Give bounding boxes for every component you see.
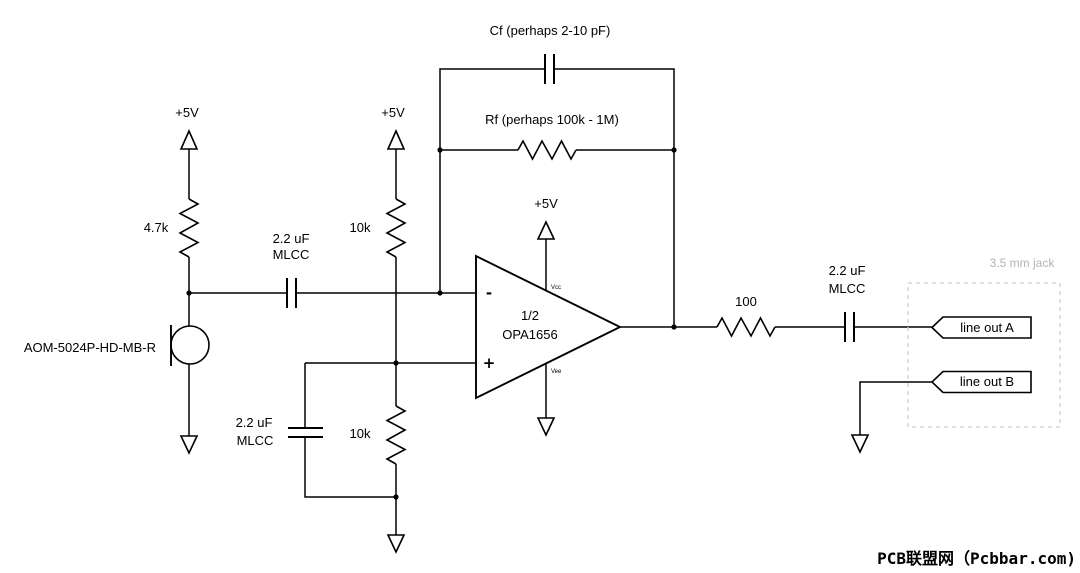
- junction-dot: [671, 324, 677, 330]
- opamp-part-label: OPA1656: [502, 327, 557, 342]
- output-resistor-label: 100: [735, 294, 757, 309]
- jack-label: 3.5 mm jack: [990, 256, 1056, 270]
- power-symbol-mic: [179, 129, 199, 150]
- resistor-divider-top: [385, 198, 407, 258]
- jack: 3.5 mm jack line out A line out B: [850, 256, 1061, 454]
- resistor-rf: [517, 139, 577, 161]
- cf-label: Cf (perhaps 2-10 pF): [490, 23, 611, 38]
- watermark: PCB联盟网（Pcbbar.com): [877, 549, 1076, 568]
- output-cap-value-label: 2.2 uF: [829, 263, 866, 278]
- jack-outline: [907, 282, 1061, 428]
- input-cap-value-label: 2.2 uF: [273, 231, 310, 246]
- feedback-network: Cf (perhaps 2-10 pF) Rf (perhaps 100k - …: [437, 23, 677, 327]
- line-out-a-label: line out A: [960, 320, 1014, 335]
- bypass-cap-type-label: MLCC: [237, 433, 274, 448]
- line-out-b-label: line out B: [960, 374, 1014, 389]
- junction-dot: [437, 147, 443, 153]
- wire-line-out-b-to-ground: [859, 381, 932, 435]
- ground-symbol-opamp: [536, 417, 556, 437]
- opamp-vcc-pin-label: Vcc: [551, 285, 561, 291]
- opamp: - + 1/2 OPA1656 Vcc Vee +5V: [475, 196, 623, 437]
- wire-feedback-right: [554, 68, 675, 327]
- mic-part-label: AOM-5024P-HD-MB-R: [24, 340, 156, 355]
- divider-bottom-resistor-label: 10k: [350, 426, 371, 441]
- mic-bias-resistor-label: 4.7k: [144, 220, 169, 235]
- microphone-symbol: [170, 325, 210, 366]
- input-cap-type-label: MLCC: [273, 247, 310, 262]
- connector-line-out-a: [930, 316, 1032, 339]
- power-symbol-divider: [386, 129, 406, 150]
- resistor-output: [716, 316, 776, 338]
- wire-feedback-left: [439, 68, 545, 293]
- mic-supply-label: +5V: [175, 105, 199, 120]
- ground-symbol-divider: [386, 534, 406, 554]
- junction-dot: [437, 290, 443, 296]
- output-stage: 100 2.2 uF MLCC: [620, 263, 932, 342]
- opamp-inverting-sign: -: [486, 284, 492, 302]
- wire-bypass-bottom: [304, 437, 396, 498]
- resistor-mic-bias: [178, 198, 200, 258]
- capacitor-cf: [544, 54, 555, 84]
- resistor-divider-bottom: [385, 405, 407, 465]
- capacitor-input: [286, 278, 297, 308]
- opamp-unit-label: 1/2: [521, 308, 539, 323]
- opamp-body: [475, 254, 623, 400]
- mic-stage: +5V 4.7k AOM-5024P-HD-MB-R: [24, 105, 210, 455]
- divider-supply-label: +5V: [381, 105, 405, 120]
- connector-line-out-b: [930, 370, 1032, 394]
- rf-label: Rf (perhaps 100k - 1M): [485, 112, 619, 127]
- junction-dot: [671, 147, 677, 153]
- divider-top-resistor-label: 10k: [350, 220, 371, 235]
- bias-divider: +5V 10k 10k 2.2 uF MLCC: [236, 105, 476, 554]
- power-symbol-opamp: [536, 220, 556, 240]
- opamp-vee-pin-label: Vee: [551, 369, 562, 375]
- microphone-body: [170, 325, 210, 365]
- opamp-noninverting-sign: +: [483, 354, 496, 372]
- ground-symbol-jack: [850, 434, 870, 454]
- capacitor-bypass: [288, 427, 323, 438]
- output-cap-type-label: MLCC: [829, 281, 866, 296]
- capacitor-output: [844, 312, 855, 342]
- opamp-supply-label: +5V: [534, 196, 558, 211]
- ground-symbol-mic: [179, 435, 199, 455]
- input-coupling: 2.2 uF MLCC: [189, 231, 476, 308]
- bypass-cap-value-label: 2.2 uF: [236, 415, 273, 430]
